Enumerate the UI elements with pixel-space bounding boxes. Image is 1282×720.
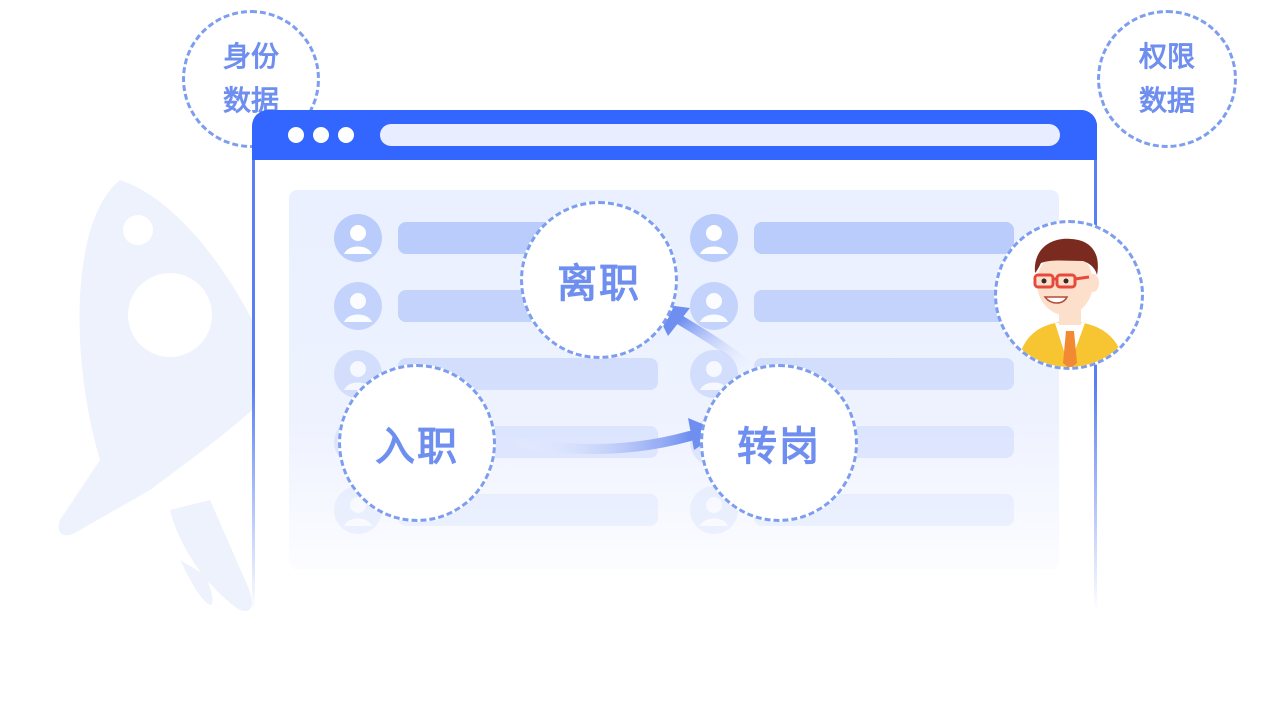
offboarding-step: 离职	[520, 201, 678, 359]
transfer-step: 转岗	[700, 364, 858, 522]
permission-data-tag: 权限 数据	[1097, 10, 1237, 148]
curved-arrow-icon	[500, 431, 695, 455]
user-icon	[334, 214, 382, 262]
user-icon	[690, 214, 738, 262]
address-bar	[380, 124, 1060, 146]
user-icon	[690, 282, 738, 330]
window-dot-icon	[338, 127, 354, 143]
user-icon	[334, 282, 382, 330]
onboarding-step: 入职	[338, 364, 496, 522]
person-illustration	[1017, 238, 1125, 367]
window-titlebar-overlay	[252, 110, 1097, 160]
rocket-icon	[58, 180, 280, 611]
person-avatar	[994, 220, 1144, 370]
curved-arrow-icon	[675, 315, 760, 377]
window-dot-icon	[288, 127, 304, 143]
window-dot-icon	[313, 127, 329, 143]
row-placeholder-bar	[754, 222, 1014, 254]
row-placeholder-bar	[754, 290, 1014, 322]
